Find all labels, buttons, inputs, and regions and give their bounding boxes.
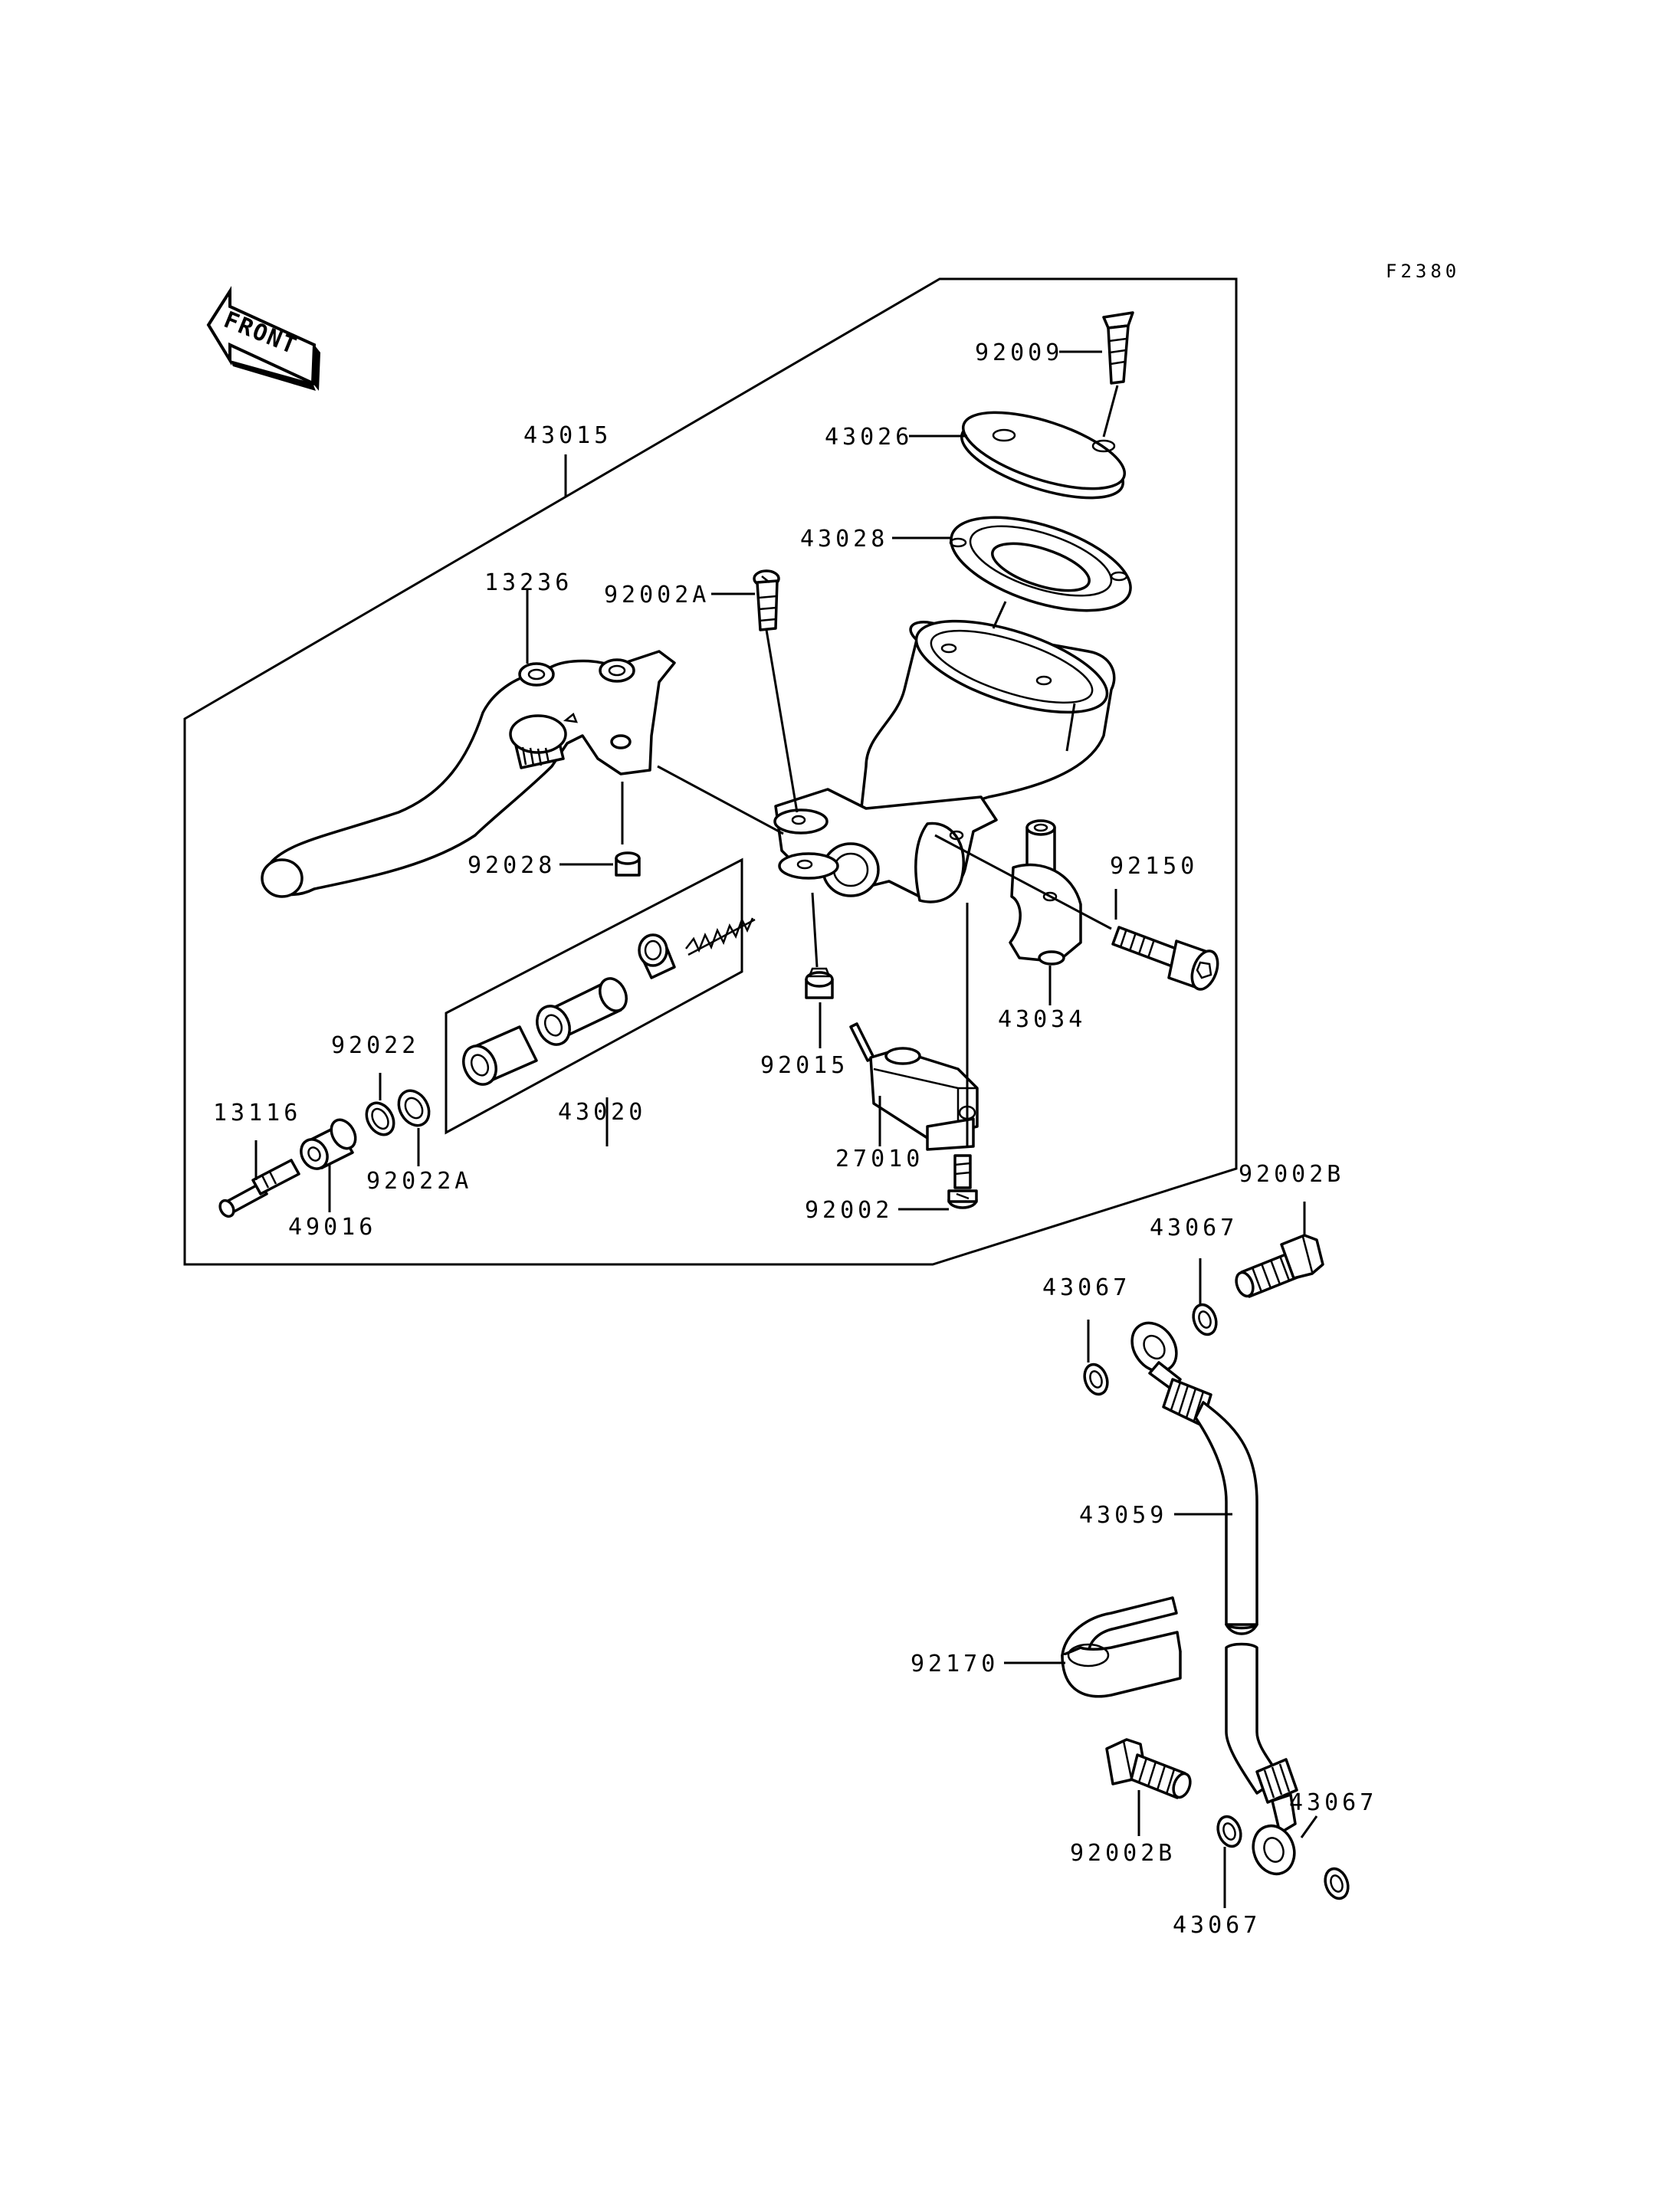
sleeve-43020 <box>462 1025 538 1086</box>
label-43067-b: 43067 <box>1042 1274 1130 1301</box>
banjo-bolt-92002B-top <box>1235 1234 1324 1298</box>
master-cylinder-body <box>773 619 1116 903</box>
screw-92002A <box>753 569 780 631</box>
spring-43020 <box>685 917 756 956</box>
label-27010: 27010 <box>835 1146 924 1172</box>
label-92022A: 92022A <box>366 1168 472 1195</box>
subgroup-outline-43020 <box>445 857 743 1135</box>
cup-43020 <box>638 933 676 979</box>
piston-43020 <box>536 977 628 1046</box>
label-43067-d: 43067 <box>1289 1789 1377 1816</box>
label-92015: 92015 <box>760 1052 848 1079</box>
banjo-bolt-92002B-bottom <box>1105 1738 1192 1799</box>
label-43028: 43028 <box>800 526 888 553</box>
label-92170: 92170 <box>911 1651 999 1677</box>
label-43034: 43034 <box>998 1006 1086 1033</box>
cap-43026 <box>960 411 1127 500</box>
clamp-43034 <box>1009 819 1082 966</box>
label-43067-c: 43067 <box>1173 1912 1261 1939</box>
diagram-code: F2380 <box>1386 261 1460 282</box>
boot-49016 <box>300 1118 357 1170</box>
label-92150: 92150 <box>1110 853 1198 880</box>
bolt-92150 <box>1111 926 1219 991</box>
label-43020: 43020 <box>558 1099 646 1126</box>
switch-27010 <box>849 1022 979 1151</box>
circlip-92022 <box>365 1101 395 1136</box>
front-arrow-icon: FRONT <box>206 286 320 391</box>
hose-clamp-92170 <box>1061 1596 1182 1698</box>
label-92028: 92028 <box>468 852 556 879</box>
leader-lines <box>254 350 1318 1908</box>
lever-13236 <box>261 650 676 898</box>
label-92009: 92009 <box>975 339 1063 366</box>
pushrod-13116 <box>218 1159 300 1218</box>
part-labels: 43015 92009 43026 43028 13236 92002A 920… <box>213 339 1377 1939</box>
assembly-outline <box>183 277 1238 1266</box>
washer-43067-a <box>1192 1303 1218 1336</box>
washer-43067-c <box>1216 1815 1242 1848</box>
label-92002B-bottom: 92002B <box>1070 1840 1176 1867</box>
label-43059: 43059 <box>1079 1502 1167 1529</box>
nut-92015 <box>805 967 834 999</box>
washer-92022A <box>397 1089 431 1127</box>
screw-92002 <box>947 1154 978 1209</box>
brake-hose-43059 <box>1130 1321 1298 1876</box>
label-92002: 92002 <box>805 1197 893 1224</box>
washer-43067-d <box>1324 1867 1350 1900</box>
label-92002A: 92002A <box>604 582 710 608</box>
label-13236: 13236 <box>484 569 573 596</box>
label-13116: 13116 <box>213 1100 301 1126</box>
label-43067-a: 43067 <box>1150 1215 1238 1241</box>
pin-92028 <box>615 851 641 877</box>
label-43026: 43026 <box>825 424 913 451</box>
diaphragm-43028 <box>949 516 1132 612</box>
label-92002B-top: 92002B <box>1239 1161 1344 1188</box>
label-49016: 49016 <box>288 1214 376 1241</box>
screw-92009 <box>1102 311 1134 385</box>
label-43015: 43015 <box>523 422 612 449</box>
label-92022: 92022 <box>331 1032 419 1059</box>
washer-43067-b <box>1083 1362 1109 1396</box>
